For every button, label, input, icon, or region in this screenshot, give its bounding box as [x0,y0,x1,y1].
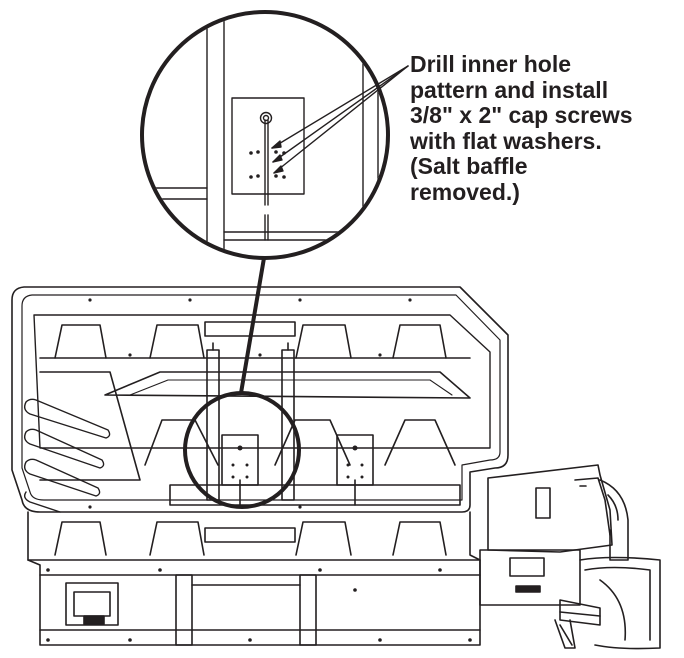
detail-connector [239,256,266,395]
callout-line-6: removed.) [410,178,520,205]
callout-line-1: Drill inner hole [410,51,572,77]
detail-location-circle [183,391,301,509]
hopper-body [11,286,509,513]
callout-instruction: Drill inner hole pattern and install 3/8… [410,51,680,205]
louver-slots [23,398,111,513]
bolt-head [259,111,273,125]
spinner-assembly [479,464,661,650]
control-box [65,582,119,626]
detail-magnifier [140,10,409,260]
callout-line-2: pattern and install [410,76,609,103]
callout-line-5: (Salt baffle [410,153,528,179]
motor-housing [479,549,581,606]
callout-line-3: 3/8" x 2" cap screws [410,102,633,128]
callout-line-4: with flat washers. [410,127,602,154]
lower-frame [27,511,481,646]
callout-leaders [271,65,409,174]
